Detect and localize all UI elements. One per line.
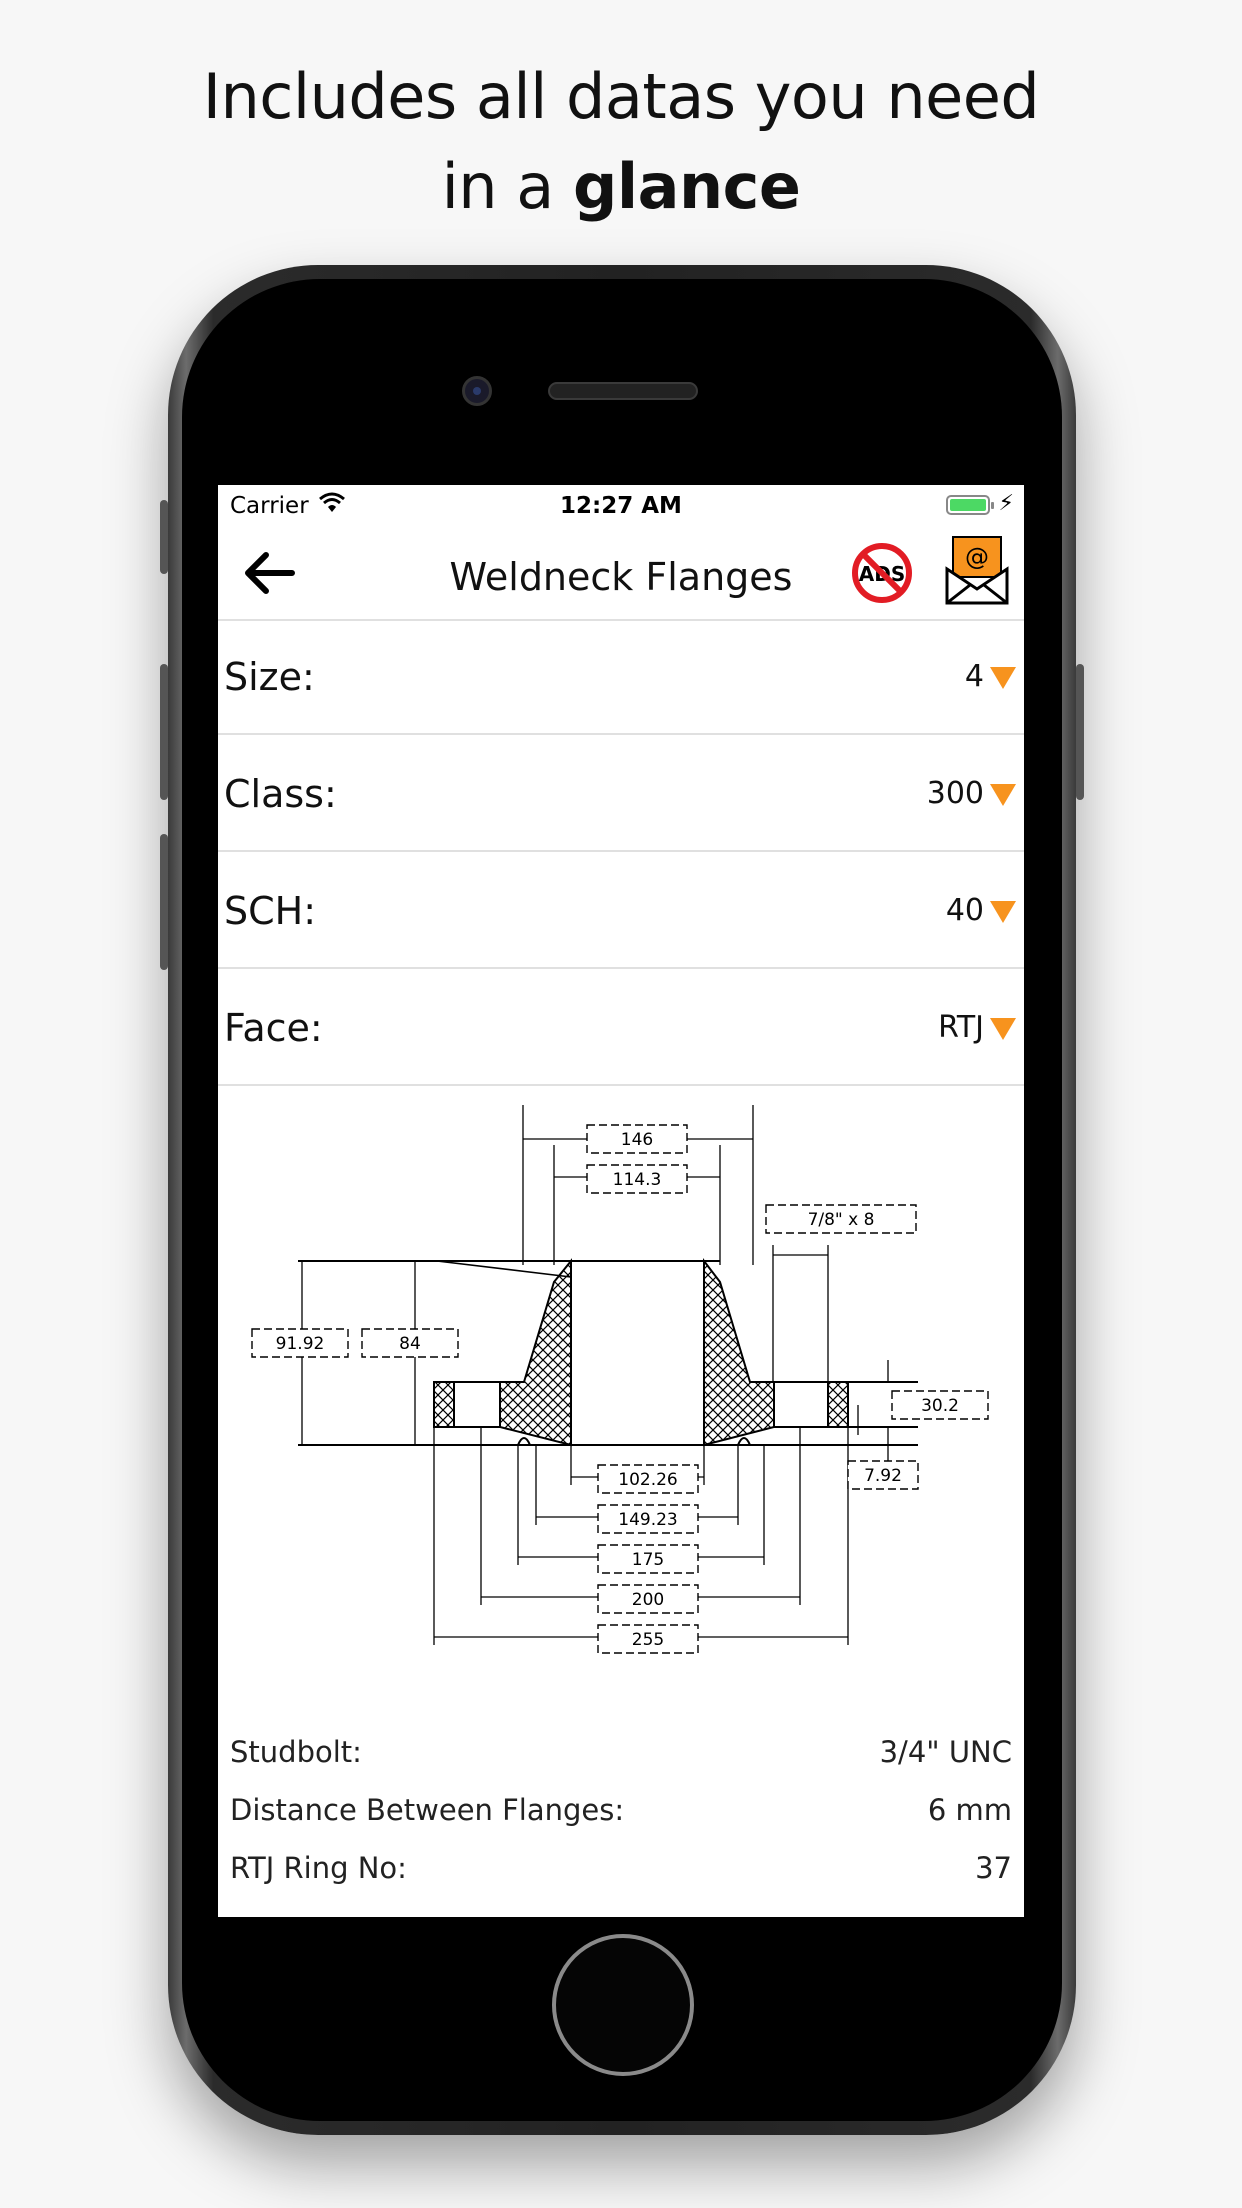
- face-value: RTJ: [938, 1010, 984, 1045]
- promo-line-2: in a glance: [0, 142, 1242, 232]
- no-ads-icon[interactable]: ADS: [850, 541, 914, 605]
- class-label: Class:: [224, 772, 337, 816]
- dim-hub-width: 114.3: [613, 1170, 662, 1190]
- power-button: [1076, 664, 1084, 800]
- earpiece-speaker: [548, 382, 698, 400]
- size-value: 4: [964, 659, 984, 694]
- email-icon[interactable]: @: [944, 535, 1010, 605]
- chevron-down-icon: [990, 901, 1016, 923]
- dim-height-hub: 84: [399, 1334, 421, 1354]
- ring-label: RTJ Ring No:: [230, 1851, 407, 1885]
- studbolt-label: Studbolt:: [230, 1735, 362, 1769]
- dim-bolt-circle: 200: [632, 1590, 664, 1610]
- svg-text:@: @: [965, 543, 989, 571]
- promo-line-1: Includes all datas you need: [202, 60, 1040, 133]
- wifi-icon: [319, 492, 345, 512]
- size-selector[interactable]: Size: 4: [218, 619, 1024, 735]
- arrow-left-icon[interactable]: [240, 545, 300, 601]
- dim-outer-dia: 255: [632, 1630, 664, 1650]
- page-title: Weldneck Flanges: [449, 555, 793, 599]
- dim-height-total: 91.92: [276, 1334, 325, 1354]
- class-value: 300: [926, 776, 984, 811]
- distance-label: Distance Between Flanges:: [230, 1793, 625, 1827]
- sch-value: 40: [945, 893, 984, 928]
- flange-drawing: 146 114.3 7/8" x 8 91.92 84 30.2 7.92 10…: [251, 1105, 989, 1654]
- studbolt-value: 3/4" UNC: [879, 1735, 1012, 1769]
- promo-line-2-bold: glance: [573, 150, 801, 223]
- ring-value: 37: [975, 1851, 1012, 1885]
- dim-bolt-spec: 7/8" x 8: [808, 1210, 875, 1230]
- sch-label: SCH:: [224, 889, 317, 933]
- carrier-label: Carrier: [230, 493, 309, 519]
- volume-up-button: [160, 664, 168, 800]
- dim-flange-thickness: 30.2: [921, 1396, 959, 1416]
- chevron-down-icon: [990, 667, 1016, 689]
- dim-bore: 102.26: [618, 1470, 677, 1490]
- class-selector[interactable]: Class: 300: [218, 736, 1024, 852]
- face-selector[interactable]: Face: RTJ: [218, 970, 1024, 1086]
- face-label: Face:: [224, 1006, 323, 1050]
- distance-value: 6 mm: [927, 1793, 1012, 1827]
- volume-down-button: [160, 834, 168, 970]
- charging-icon: ⚡: [998, 491, 1014, 516]
- front-camera: [462, 376, 492, 406]
- chevron-down-icon: [990, 784, 1016, 806]
- navigation-bar: Weldneck Flanges ADS @: [218, 527, 1024, 621]
- promo-line-2-prefix: in a: [441, 150, 573, 223]
- sch-selector[interactable]: SCH: 40: [218, 853, 1024, 969]
- dim-ring-offset: 7.92: [864, 1466, 902, 1486]
- home-button[interactable]: [552, 1934, 694, 2076]
- app-screen: Carrier 12:27 AM ⚡ Weldneck Flanges ADS …: [218, 485, 1024, 1917]
- dim-raised-dia: 175: [632, 1550, 664, 1570]
- promo-headline: Includes all datas you need in a glance: [0, 52, 1242, 232]
- dim-top-width: 146: [621, 1130, 653, 1150]
- status-time: 12:27 AM: [560, 493, 682, 519]
- mute-switch: [160, 500, 168, 574]
- battery-icon: [946, 495, 994, 515]
- chevron-down-icon: [990, 1018, 1016, 1040]
- size-label: Size:: [224, 655, 315, 699]
- status-bar: Carrier 12:27 AM ⚡: [218, 485, 1024, 527]
- dim-ring-dia: 149.23: [618, 1510, 677, 1530]
